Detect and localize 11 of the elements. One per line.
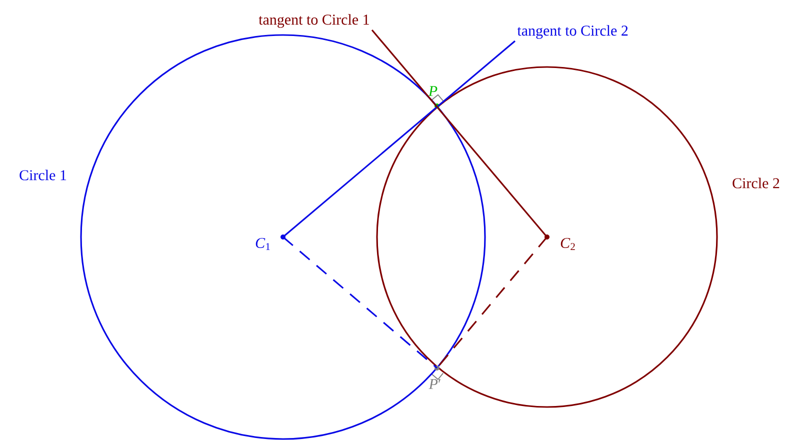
- tangent-label: tangent to Circle 2: [517, 25, 628, 39]
- point-label: C$_{1}$: [256, 238, 270, 250]
- point-label: P: [428, 86, 438, 96]
- circle-label: Circle 2: [732, 178, 780, 188]
- dashed-line: [282, 236, 438, 369]
- tangent-label: tangent to Circle 1: [258, 14, 369, 28]
- point-label: C$_{2}$: [560, 238, 575, 250]
- tangent-line: [371, 29, 548, 238]
- tangent-line: [282, 40, 516, 238]
- point-label: P′: [428, 379, 440, 389]
- circle-label: Circle 1: [20, 170, 66, 180]
